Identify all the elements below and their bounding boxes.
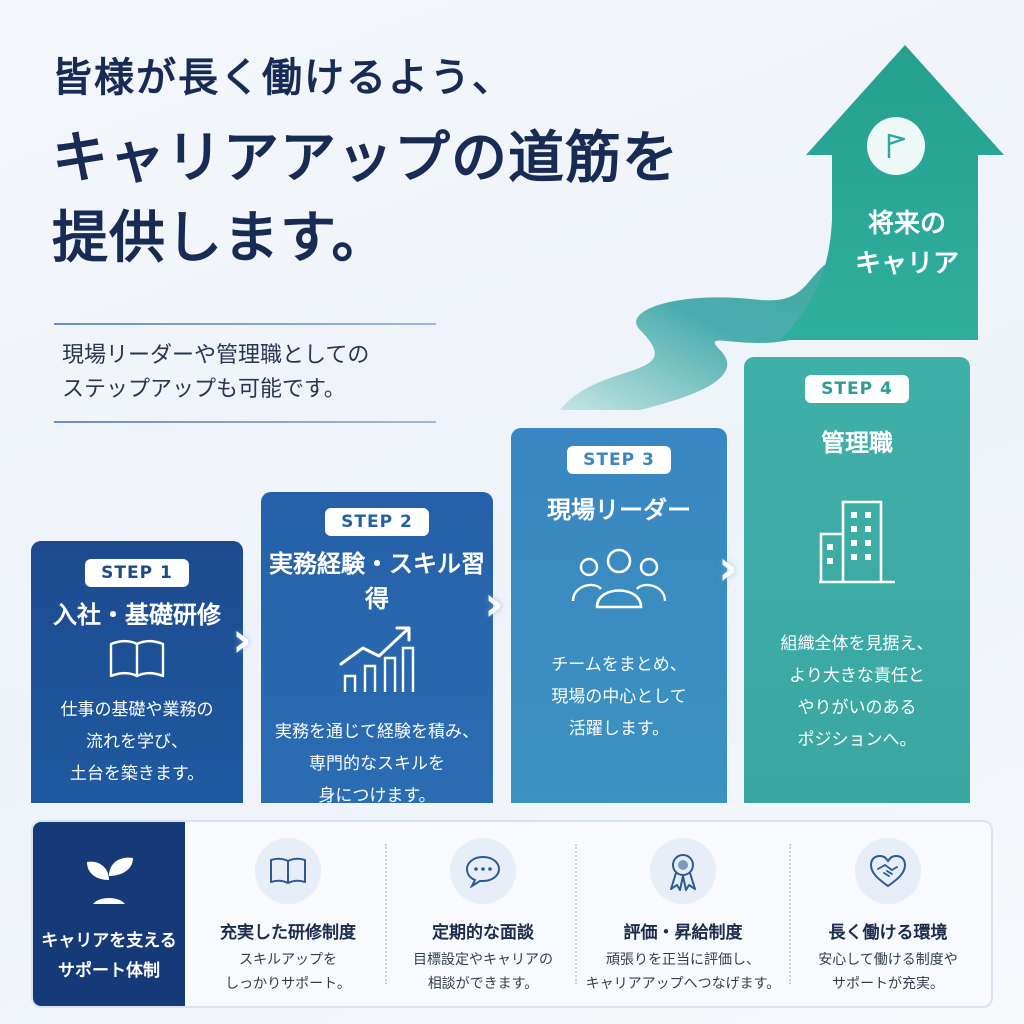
feature-title: 充実した研修制度 <box>220 923 356 943</box>
divider <box>54 323 436 325</box>
feature-evaluation: 評価・昇給制度 頑張りを正当に評価し、 キャリアアップへつなげます。 <box>578 822 788 1006</box>
chevron-right-icon: › <box>484 576 504 632</box>
book-icon <box>255 838 321 904</box>
desc-line: 流れを学び、 <box>86 732 188 752</box>
step-badge: STEP 3 <box>567 446 671 474</box>
chat-bubble-icon <box>450 838 516 904</box>
feature-title: 評価・昇給制度 <box>623 923 743 943</box>
subtext-line-1: 現場リーダーや管理職としての <box>62 343 370 368</box>
feature-title: 定期的な面談 <box>432 923 534 943</box>
flag-icon <box>867 117 925 175</box>
feature-interview: 定期的な面談 目標設定やキャリアの 相談ができます。 <box>388 822 578 1006</box>
step-badge: STEP 1 <box>85 559 189 587</box>
step-title: 入社・基礎研修 <box>53 601 221 629</box>
support-header-label: キャリアを支える サポート体制 <box>33 926 185 986</box>
feature-description: スキルアップを しっかりサポート。 <box>193 948 383 996</box>
step-2-card: STEP 2 実務経験・スキル習得 実務を通じて経験を積み、 専門的なスキルを … <box>261 492 493 806</box>
feature-title: 長く働ける環境 <box>828 923 948 943</box>
growth-chart-icon <box>261 620 493 700</box>
step-1-card: STEP 1 入社・基礎研修 仕事の基礎や業務の 流れを学び、 土台を築きます。 <box>31 541 243 803</box>
step-description: 組織全体を見据え、 より大きな責任と やりがいのある ポジションへ。 <box>744 628 970 756</box>
subtext: 現場リーダーや管理職としての ステップアップも可能です。 <box>54 325 436 421</box>
support-head-line: サポート体制 <box>58 961 160 981</box>
desc-line: より大きな責任と <box>789 666 925 686</box>
desc-line: 仕事の基礎や業務の <box>60 700 214 720</box>
team-icon <box>511 545 727 613</box>
chevron-right-icon: › <box>718 540 738 596</box>
desc-line: やりがいのある <box>797 698 917 718</box>
headline-line-3: 提供します。 <box>52 205 389 271</box>
feature-desc-line: 安心して働ける制度や <box>818 952 958 968</box>
support-panel: キャリアを支える サポート体制 充実した研修制度 スキルアップを しっかりサポー… <box>31 820 993 1008</box>
step-4-card: STEP 4 管理職 組織全体を見据え、 より大きな責任と やりがいのある ポジ… <box>744 357 970 803</box>
divider <box>575 844 577 984</box>
step-badge: STEP 4 <box>805 375 909 403</box>
heart-handshake-icon <box>855 838 921 904</box>
step-title: 現場リーダー <box>547 496 691 524</box>
subtext-line-2: ステップアップも可能です。 <box>62 377 346 402</box>
headline-line-1: 皆様が長く働けるよう、 <box>52 54 514 101</box>
feature-description: 安心して働ける制度や サポートが充実。 <box>793 948 983 996</box>
feature-environment: 長く働ける環境 安心して働ける制度や サポートが充実。 <box>793 822 983 1006</box>
feature-desc-line: 頑張りを正当に評価し、 <box>606 952 760 968</box>
support-head-line: キャリアを支える <box>41 931 177 951</box>
desc-line: 土台を築きます。 <box>69 764 205 784</box>
book-icon <box>31 638 243 686</box>
support-header: キャリアを支える サポート体制 <box>33 822 185 1006</box>
future-line-2: キャリア <box>854 249 959 279</box>
subtext-block: 現場リーダーや管理職としての ステップアップも可能です。 <box>54 323 436 423</box>
desc-line: 現場の中心として <box>551 687 687 707</box>
headline-line-2: キャリアアップの道筋を <box>52 125 679 191</box>
desc-line: チームをまとめ、 <box>551 655 687 675</box>
feature-desc-line: サポートが充実。 <box>832 976 944 992</box>
step-description: 仕事の基礎や業務の 流れを学び、 土台を築きます。 <box>31 694 243 790</box>
future-career-label: 将来の キャリア <box>842 204 972 284</box>
desc-line: 活躍します。 <box>568 719 670 739</box>
future-line-1: 将来の <box>867 209 946 239</box>
divider <box>54 421 436 423</box>
future-career-arrow <box>780 45 1004 340</box>
building-icon <box>744 498 970 588</box>
step-description: 実務を通じて経験を積み、 専門的なスキルを 身につけます。 <box>261 716 493 812</box>
award-ribbon-icon <box>650 838 716 904</box>
divider <box>385 844 387 984</box>
desc-line: 身につけます。 <box>318 786 436 806</box>
feature-description: 目標設定やキャリアの 相談ができます。 <box>388 948 578 996</box>
chevron-right-icon: › <box>232 612 252 668</box>
step-badge: STEP 2 <box>325 508 429 536</box>
step-description: チームをまとめ、 現場の中心として 活躍します。 <box>511 649 727 745</box>
feature-desc-line: 目標設定やキャリアの <box>413 952 553 968</box>
step-title: 実務経験・スキル習得 <box>269 550 485 613</box>
desc-line: ポジションへ。 <box>797 730 917 750</box>
step-title: 管理職 <box>821 429 893 457</box>
feature-desc-line: しっかりサポート。 <box>225 976 351 992</box>
divider <box>789 844 791 984</box>
headline: 皆様が長く働けるよう、 キャリアアップの道筋を 提供します。 <box>52 48 679 274</box>
feature-desc-line: 相談ができます。 <box>427 976 539 992</box>
desc-line: 専門的なスキルを <box>309 754 445 774</box>
feature-desc-line: キャリアアップへつなげます。 <box>585 976 781 992</box>
sprout-icon <box>79 850 139 914</box>
step-3-card: STEP 3 現場リーダー チームをまとめ、 現場の中心として 活躍します。 <box>511 428 727 803</box>
feature-desc-line: スキルアップを <box>239 952 337 968</box>
desc-line: 組織全体を見据え、 <box>780 634 934 654</box>
feature-training: 充実した研修制度 スキルアップを しっかりサポート。 <box>193 822 383 1006</box>
feature-description: 頑張りを正当に評価し、 キャリアアップへつなげます。 <box>578 948 788 996</box>
desc-line: 実務を通じて経験を積み、 <box>275 722 479 742</box>
